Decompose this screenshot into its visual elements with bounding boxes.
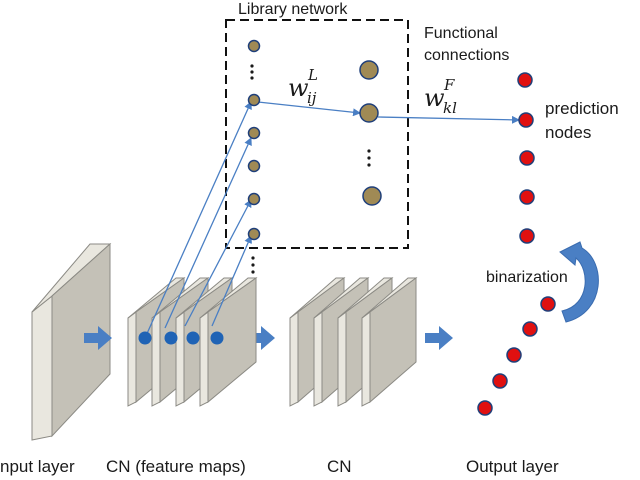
library-node [247,93,261,107]
library-connection-arrows [144,101,520,339]
feature-dot [164,331,178,345]
curved-arrow-icon [559,241,599,323]
svg-text:ij: ij [307,89,317,107]
output-node [477,400,493,416]
prediction-node [519,150,535,166]
library-node [359,103,379,123]
library-node [247,39,261,53]
library-node [247,159,261,173]
prediction-node [518,112,534,128]
library-output-nodes [359,60,382,206]
cn-panel [361,277,418,407]
feature-dot [210,331,224,345]
vertical-ellipsis-icon [250,64,254,80]
cn-label: CN [327,457,352,476]
feature-dot [186,331,200,345]
library-network-label: Library network [238,1,348,18]
svg-text:kl: kl [443,99,457,117]
input-layer-label: nput layer [0,457,75,476]
output-node [492,373,508,389]
output-nodes [477,72,556,416]
block-arrow-right-icon [425,326,453,350]
feature-dot [138,331,152,345]
svg-text:F: F [443,76,455,94]
prediction-nodes-label-line1: prediction [545,99,619,118]
block-arrow-right-icon [247,326,275,350]
feature-maps-label: CN (feature maps) [106,457,246,476]
block-arrow-right-icon [84,326,112,350]
prediction-node [519,228,535,244]
library-node [247,227,261,241]
binarization-label: binarization [486,269,568,286]
output-node [506,347,522,363]
functional-connections-label-line1: Functional [424,25,498,42]
output-node [522,321,538,337]
prediction-node [517,72,533,88]
input-layer-panel [31,242,112,441]
library-node [247,126,261,140]
output-node [540,296,556,312]
vertical-ellipsis-icon [367,149,371,167]
vertical-ellipsis-icon [251,256,255,274]
library-node [362,186,382,206]
library-node [247,192,261,206]
output-layer-label: Output layer [466,457,559,476]
functional-weight-label: w F kl [424,76,457,117]
prediction-nodes-label-line2: nodes [545,123,591,142]
functional-connections-label-line2: connections [424,47,509,64]
svg-text:w: w [288,74,309,102]
library-input-nodes [247,39,261,241]
library-weight-label: w L ij [288,66,318,107]
cn-stack [289,277,418,407]
library-node [359,60,379,80]
feature-map-dots [138,331,224,345]
svg-text:L: L [307,66,318,84]
library-network-box [225,19,409,249]
prediction-node [519,189,535,205]
svg-text:w: w [424,84,445,112]
